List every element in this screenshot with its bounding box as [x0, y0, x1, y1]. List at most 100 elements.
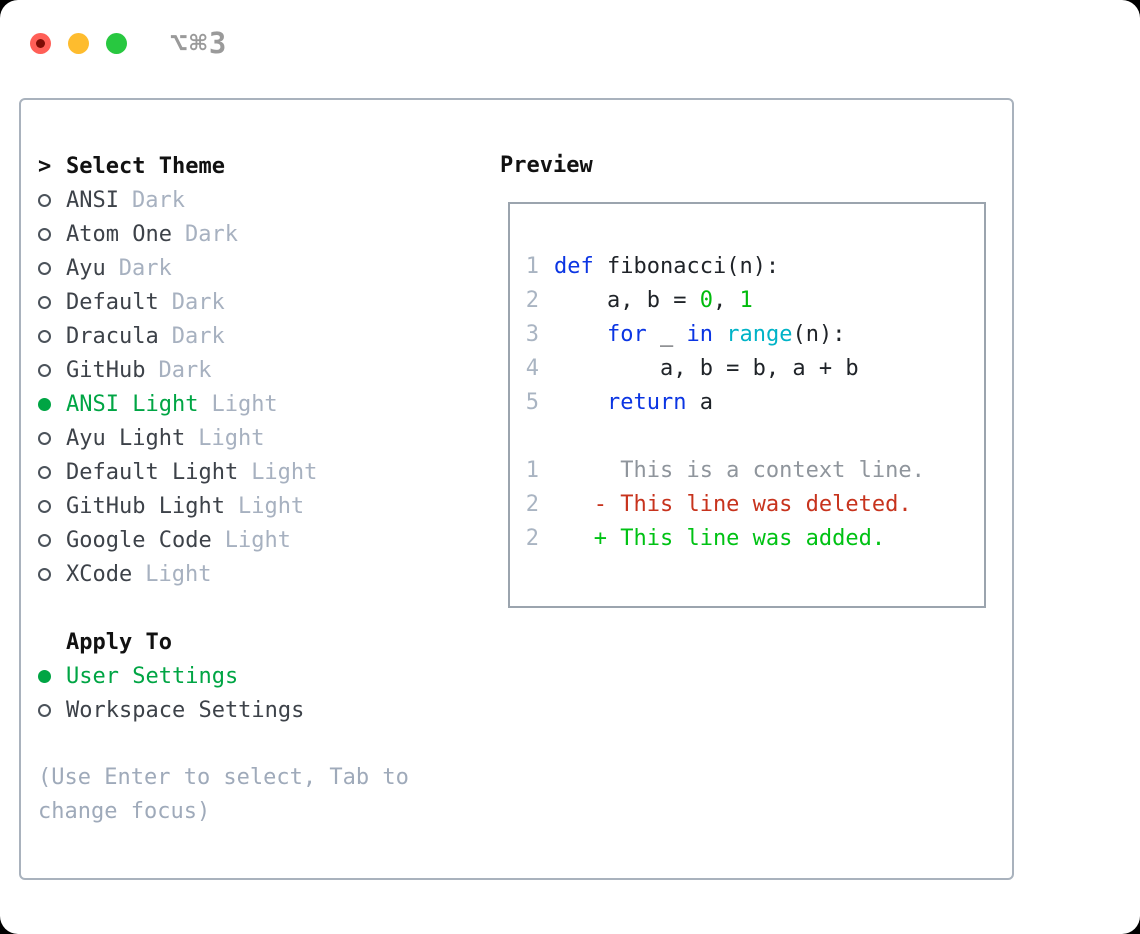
radio-circle-icon — [38, 397, 51, 411]
option-variant-label: Dark — [184, 221, 238, 247]
code-segment-plain: _ — [646, 321, 687, 347]
radio-circle-icon — [38, 193, 51, 207]
line-number: 2 — [525, 525, 539, 551]
line-content: This is a context line. — [554, 458, 925, 483]
code-segment-plain: fibonacci(n): — [593, 253, 780, 279]
code-line: 2 - This line was deleted. — [525, 487, 925, 521]
apply-to-options: User Settings Workspace Settings — [38, 659, 409, 727]
apply-option-user-settings[interactable]: User Settings — [38, 659, 409, 693]
theme-list: ANSI Dark Atom One Dark Ayu Dark Default… — [38, 183, 409, 591]
option-label: Workspace Settings — [66, 697, 305, 723]
option-label: GitHub Light — [66, 493, 225, 519]
radio-circle-icon — [38, 465, 51, 479]
theme-picker-panel: > Select Theme ANSI Dark Atom One Dark A… — [19, 98, 1014, 880]
line-content: for _ in range(n): — [554, 322, 845, 347]
radio-circle-icon — [38, 703, 51, 717]
option-variant-label: Light — [211, 391, 278, 417]
line-content: + This line was added. — [554, 526, 885, 551]
option-label: Dracula — [66, 323, 159, 349]
hint-text-line-1: (Use Enter to select, Tab to — [38, 765, 409, 790]
code-segment-keyword: def — [554, 253, 594, 279]
theme-option-xcode[interactable]: XCode Light — [38, 557, 409, 591]
preview-pane: 1 def fibonacci(n): 2 a, b = 0, 1 3 for … — [508, 202, 986, 608]
theme-option-ansi[interactable]: ANSI Dark — [38, 183, 409, 217]
option-variant-label: Dark — [171, 289, 225, 315]
option-label: Ayu Light — [66, 425, 186, 451]
keyboard-shortcut-label: ⌥⌘3 — [170, 26, 229, 60]
theme-picker-column: > Select Theme ANSI Dark Atom One Dark A… — [38, 149, 409, 829]
code-segment-keyword: return — [606, 389, 687, 415]
theme-option-google-code[interactable]: Google Code Light — [38, 523, 409, 557]
code-segment-plain — [554, 322, 607, 347]
radio-circle-icon — [38, 363, 51, 377]
minimize-button-icon[interactable] — [68, 32, 89, 54]
theme-option-github[interactable]: GitHub Dark — [38, 353, 409, 387]
option-label: User Settings — [66, 663, 239, 689]
code-line: 3 for _ in range(n): — [525, 317, 925, 351]
line-content: - This line was deleted. — [554, 492, 912, 517]
theme-option-default[interactable]: Default Dark — [38, 285, 409, 319]
option-variant-label: Dark — [118, 255, 172, 281]
option-variant-label: Dark — [131, 187, 185, 213]
preview-heading: Preview — [500, 153, 593, 178]
close-button-icon[interactable] — [30, 32, 51, 54]
option-label: Ayu — [66, 255, 106, 281]
option-variant-label: Light — [198, 425, 265, 451]
spacer — [38, 727, 409, 761]
option-label: ANSI — [66, 187, 119, 213]
theme-option-github-light[interactable]: GitHub Light Light — [38, 489, 409, 523]
line-number: 2 — [525, 491, 539, 517]
code-segment-deleted: - This line was deleted. — [554, 491, 912, 517]
line-number: 5 — [525, 389, 539, 415]
option-label: XCode — [66, 561, 133, 587]
theme-option-default-light[interactable]: Default Light Light — [38, 455, 409, 489]
code-line: 5 return a — [525, 385, 925, 419]
select-theme-heading: Select Theme — [66, 153, 225, 179]
option-variant-label: Light — [237, 493, 305, 519]
apply-option-workspace-settings[interactable]: Workspace Settings — [38, 693, 409, 727]
theme-option-atom-one[interactable]: Atom One Dark — [38, 217, 409, 251]
line-number: 3 — [525, 321, 539, 347]
line-content: a, b = 0, 1 — [554, 288, 753, 313]
code-segment-plain: a, b = b, a + b — [554, 355, 859, 381]
option-label: ANSI Light — [66, 391, 199, 417]
option-label: Default Light — [66, 459, 239, 485]
radio-circle-icon — [38, 227, 51, 241]
line-number: 1 — [525, 253, 539, 279]
theme-option-ayu[interactable]: Ayu Dark — [38, 251, 409, 285]
code-segment-builtin: range — [726, 321, 793, 347]
code-segment-plain — [713, 322, 726, 347]
code-segment-keyword: for — [606, 321, 647, 347]
radio-circle-icon — [38, 669, 51, 683]
line-content: a, b = b, a + b — [554, 356, 859, 381]
line-number: 4 — [525, 355, 539, 381]
code-segment-plain: a, b = — [554, 287, 700, 313]
code-segment-keyword: in — [686, 321, 713, 347]
code-line: 1 def fibonacci(n): — [525, 249, 925, 283]
radio-circle-icon — [38, 567, 51, 581]
option-label: Google Code — [66, 527, 212, 553]
option-variant-label: Light — [224, 527, 291, 553]
code-segment-number: 0 — [699, 287, 713, 313]
zoom-button-icon[interactable] — [106, 32, 127, 54]
theme-option-ansi-light[interactable]: ANSI Light Light — [38, 387, 409, 421]
apply-to-heading: Apply To — [66, 629, 172, 655]
option-label: Default — [66, 289, 159, 315]
code-block: 1 def fibonacci(n): 2 a, b = 0, 1 3 for … — [525, 249, 925, 555]
option-label: GitHub — [66, 357, 146, 383]
option-label: Atom One — [66, 221, 172, 247]
line-content: return a — [554, 390, 713, 415]
theme-option-ayu-light[interactable]: Ayu Light Light — [38, 421, 409, 455]
caret-icon: > — [38, 153, 52, 179]
radio-circle-icon — [38, 499, 51, 513]
theme-option-dracula[interactable]: Dracula Dark — [38, 319, 409, 353]
code-line: 2 + This line was added. — [525, 521, 925, 555]
radio-circle-icon — [38, 261, 51, 275]
select-theme-heading-row: > Select Theme — [38, 149, 409, 183]
code-line: 2 a, b = 0, 1 — [525, 283, 925, 317]
line-content: def fibonacci(n): — [554, 254, 779, 279]
radio-circle-icon — [38, 295, 51, 309]
spacer — [38, 591, 409, 625]
option-variant-label: Dark — [158, 357, 212, 383]
